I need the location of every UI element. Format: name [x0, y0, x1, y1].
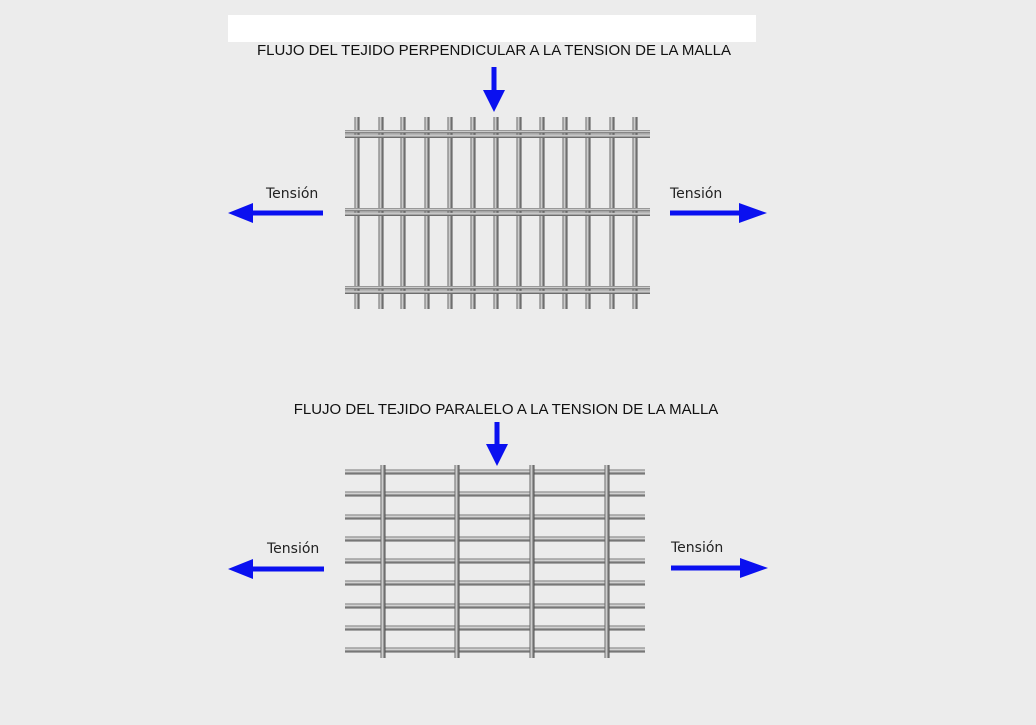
right-arrow-head [740, 558, 768, 578]
mesh-parallel [345, 465, 645, 658]
vertical-wire [529, 465, 535, 658]
horizontal-wire [345, 647, 645, 653]
horizontal-wire [345, 625, 645, 631]
vertical-wire [604, 465, 610, 658]
left-arrow-head [228, 559, 253, 579]
header-box [228, 15, 756, 42]
left-arrow [250, 566, 324, 572]
diagram-1-left-tension-label: Tensión [266, 186, 319, 202]
horizontal-wire [345, 130, 650, 134]
right-arrow [671, 565, 746, 571]
horizontal-wire [345, 290, 650, 294]
horizontal-wire [345, 208, 650, 212]
vertical-wire [454, 465, 460, 658]
diagram-2-title: FLUJO DEL TEJIDO PARALELO A LA TENSION D… [293, 401, 719, 418]
down-arrow [494, 422, 500, 446]
horizontal-wire [345, 469, 645, 475]
horizontal-wire [345, 558, 645, 564]
horizontal-wire [345, 212, 650, 216]
diagram-2-left-tension-label: Tensión [267, 541, 320, 557]
arrows [228, 67, 768, 579]
down-arrow-head [483, 90, 505, 112]
left-arrow-head [228, 203, 253, 223]
diagram-1-right-tension-label: Tensión [670, 186, 723, 202]
vertical-wire [380, 465, 386, 658]
mesh-perpendicular [345, 117, 650, 309]
diagram-1-title: FLUJO DEL TEJIDO PERPENDICULAR A LA TENS… [256, 42, 732, 59]
right-arrow [670, 210, 745, 216]
horizontal-wire [345, 536, 645, 542]
left-arrow [250, 210, 323, 216]
diagram-2-right-tension-label: Tensión [671, 540, 724, 556]
horizontal-wire [345, 286, 650, 290]
right-arrow-head [739, 203, 767, 223]
horizontal-wire [345, 514, 645, 520]
horizontal-wire [345, 491, 645, 497]
down-arrow [491, 67, 497, 92]
horizontal-wire [345, 134, 650, 138]
horizontal-wire [345, 603, 645, 609]
horizontal-wire [345, 580, 645, 586]
down-arrow-head [486, 444, 508, 466]
